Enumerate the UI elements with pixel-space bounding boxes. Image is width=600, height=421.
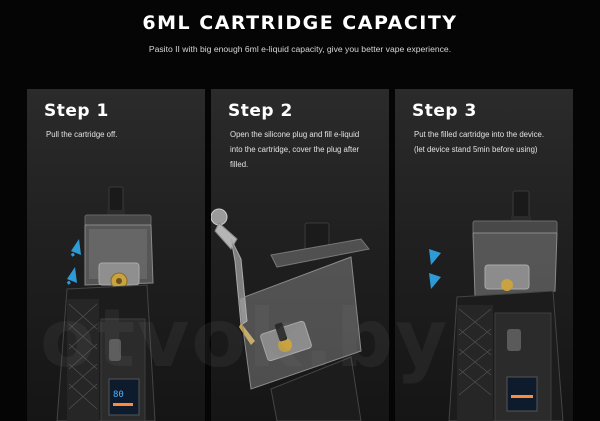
step-2-panel: Step 2 Open the silicone plug and fill e… bbox=[211, 89, 389, 421]
arrow-up-icon bbox=[66, 267, 77, 285]
step-1-title: Step 1 bbox=[44, 101, 109, 121]
cartridge-top bbox=[84, 214, 152, 226]
step-3-panel: Step 3 Put the filled cartridge into the… bbox=[395, 89, 573, 421]
step-3-illustration bbox=[429, 190, 564, 421]
step-3-line: (let device stand 5min before using) bbox=[414, 145, 538, 154]
step-3-description: Put the filled cartridge into the device… bbox=[414, 127, 566, 157]
device-screen bbox=[506, 376, 538, 412]
drip-tip bbox=[108, 186, 124, 214]
dropper-bottle bbox=[211, 208, 255, 345]
step-2-line: Open the silicone plug and fill e-liquid bbox=[230, 130, 360, 139]
arrow-down-icon bbox=[429, 273, 441, 289]
step-2-illustration bbox=[211, 208, 370, 421]
page-title: 6ML CARTRIDGE CAPACITY bbox=[142, 12, 458, 34]
step-3-title: Step 3 bbox=[412, 101, 477, 121]
step-1-description: Pull the cartridge off. bbox=[46, 127, 198, 142]
device-screen bbox=[108, 378, 140, 416]
step-2-line: filled. bbox=[230, 160, 249, 169]
step-1-illustration: 80 bbox=[56, 186, 156, 421]
step-2-description: Open the silicone plug and fill e-liquid… bbox=[230, 127, 382, 172]
arrow-down-icon bbox=[429, 249, 441, 265]
step-1-line: Pull the cartridge off. bbox=[46, 130, 118, 139]
arrow-up-icon bbox=[70, 239, 81, 257]
device-screen-reading: 80 bbox=[113, 390, 124, 400]
silicone-plug bbox=[274, 322, 288, 342]
step-1-panel: 80 Step 1 Pull the cartridge off. bbox=[27, 89, 205, 421]
step-2-title: Step 2 bbox=[228, 101, 293, 121]
page-subtitle: Pasito II with big enough 6ml e-liquid c… bbox=[148, 44, 452, 54]
drip-tip bbox=[512, 190, 530, 220]
step-2-line: into the cartridge, cover the plug after bbox=[230, 145, 360, 154]
step-3-line: Put the filled cartridge into the device… bbox=[414, 130, 545, 139]
